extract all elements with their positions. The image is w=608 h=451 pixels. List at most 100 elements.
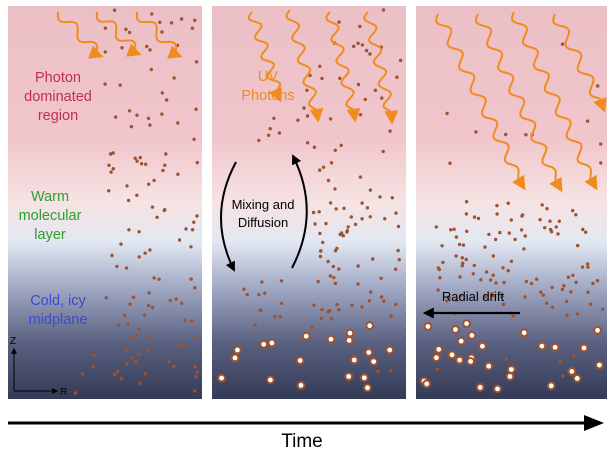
dust-grain (192, 220, 196, 224)
dust-grain (454, 298, 459, 302)
dust-grain (116, 369, 120, 374)
dust-grain (541, 293, 545, 297)
dust-grain (458, 275, 462, 279)
icy-grain (478, 341, 487, 351)
icy-grain (462, 319, 472, 329)
dust-grain (149, 67, 153, 72)
dust-grain (381, 149, 385, 154)
dust-grain (448, 161, 452, 165)
dust-grain (126, 321, 130, 326)
dust-grain (435, 367, 440, 371)
icy-grain (217, 373, 227, 383)
dust-grain (192, 137, 196, 141)
dust-grain (591, 281, 595, 286)
dust-grain (558, 359, 563, 364)
dust-grain (397, 258, 401, 262)
icy-grain (451, 325, 460, 334)
dust-grain (127, 30, 132, 35)
icy-grain (506, 365, 516, 374)
icy-grain (266, 375, 275, 385)
panel-1-background (8, 6, 202, 399)
dust-grain (273, 314, 277, 319)
dust-grain (110, 253, 114, 258)
dust-grain (193, 18, 197, 22)
dust-grain (127, 228, 131, 232)
dust-grain (352, 44, 356, 48)
dust-grain (337, 308, 341, 312)
dust-grain (268, 127, 272, 131)
icy-grain (422, 379, 432, 389)
icy-grain (365, 321, 375, 331)
r-axis-label: R (60, 387, 67, 398)
dust-grain (92, 353, 96, 357)
dust-grain (543, 226, 547, 230)
dust-grain (586, 265, 590, 269)
dust-grain (576, 243, 580, 248)
dust-grain (120, 46, 124, 50)
icy-grain (423, 322, 433, 331)
dust-grain (129, 125, 134, 129)
dust-grain (574, 280, 578, 284)
dust-grain (378, 195, 382, 199)
dust-grain (524, 133, 528, 137)
icy-grain (369, 357, 379, 367)
uv-photon-arrow (510, 11, 598, 191)
dust-grain (554, 225, 558, 229)
dust-grain (376, 369, 380, 374)
icy-grain (593, 325, 602, 335)
dust-grain (328, 274, 333, 278)
dust-grain (163, 163, 167, 167)
dust-grain (460, 264, 464, 268)
dust-grain (312, 145, 317, 149)
dust-grain (501, 302, 506, 306)
dust-grain (560, 287, 565, 292)
icy-grain (595, 360, 604, 370)
dust-grain (126, 198, 131, 203)
dust-grain (332, 275, 336, 280)
dust-grain (116, 323, 121, 327)
dust-grain (495, 203, 499, 208)
icy-grain (326, 334, 336, 344)
dust-grain (260, 280, 264, 284)
dust-grain (464, 257, 468, 262)
dust-grain (164, 98, 169, 102)
dust-grain (324, 221, 328, 226)
dust-grain (146, 116, 151, 121)
dust-grain (523, 234, 527, 238)
dust-grain (148, 248, 152, 252)
icy-grain (301, 331, 311, 341)
dust-grain (328, 117, 333, 121)
dust-grain (172, 76, 176, 80)
dust-grain (333, 148, 337, 152)
dust-grain (146, 303, 151, 308)
dust-grain (584, 230, 588, 234)
dust-grain (560, 42, 565, 46)
dust-grain (460, 256, 464, 260)
dust-grain (144, 162, 148, 166)
dust-grain (600, 307, 605, 311)
dust-grain (465, 229, 469, 233)
dust-grain (479, 278, 483, 282)
time-label: Time (281, 431, 323, 451)
dust-grain (125, 362, 129, 366)
dust-grain (483, 295, 487, 299)
dust-grain (180, 344, 185, 348)
dust-grain (524, 279, 529, 284)
dust-grain (150, 12, 154, 16)
uv-photon-arrows (56, 9, 607, 193)
dust-grain (445, 111, 449, 116)
icy-grain (267, 338, 277, 348)
warm-layer-label-line3: layer (34, 227, 66, 243)
dust-grain (103, 50, 108, 54)
icy-grain (259, 339, 269, 349)
dust-grain (135, 113, 139, 117)
dust-grain (457, 242, 462, 247)
dust-grain (115, 264, 119, 269)
dust-grain (540, 203, 544, 207)
icy-grain (364, 348, 374, 357)
dust-grain (441, 260, 445, 265)
dust-grain (595, 278, 600, 283)
icy-grain (537, 341, 547, 351)
dust-grain (504, 357, 508, 361)
dust-grain (449, 228, 453, 232)
